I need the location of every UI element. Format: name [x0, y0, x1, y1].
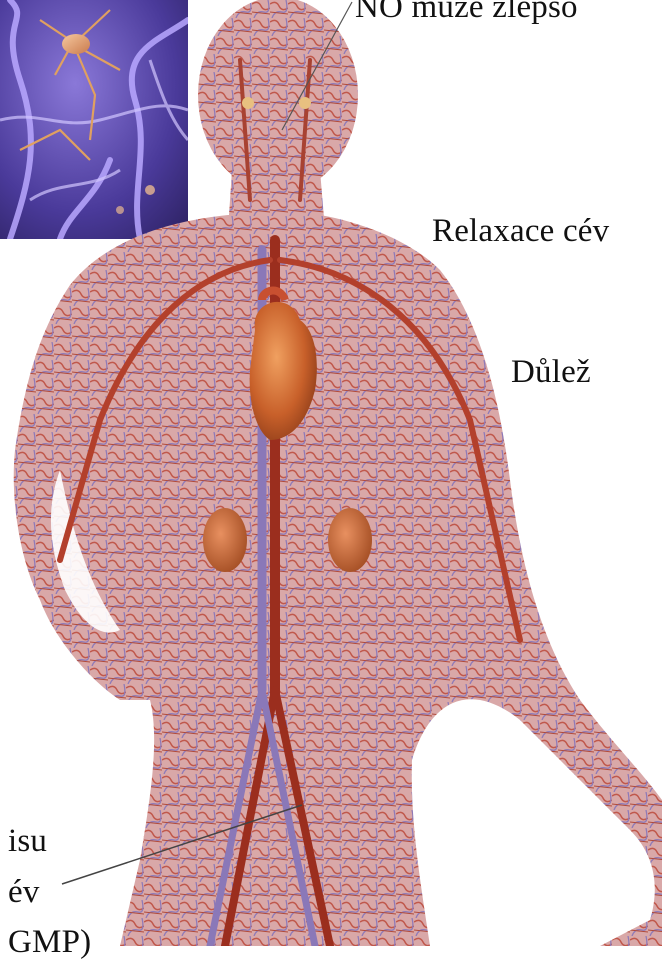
label-vessel-relaxation: Relaxace cév [432, 215, 609, 248]
label-bottom-line-2: év [8, 876, 40, 909]
label-no-improve: NO může zlepšo [355, 0, 578, 24]
label-bottom-line-1: isu [8, 825, 47, 858]
label-bottom-line-3: GMP) [8, 926, 91, 959]
label-important: Důlež [511, 356, 591, 389]
